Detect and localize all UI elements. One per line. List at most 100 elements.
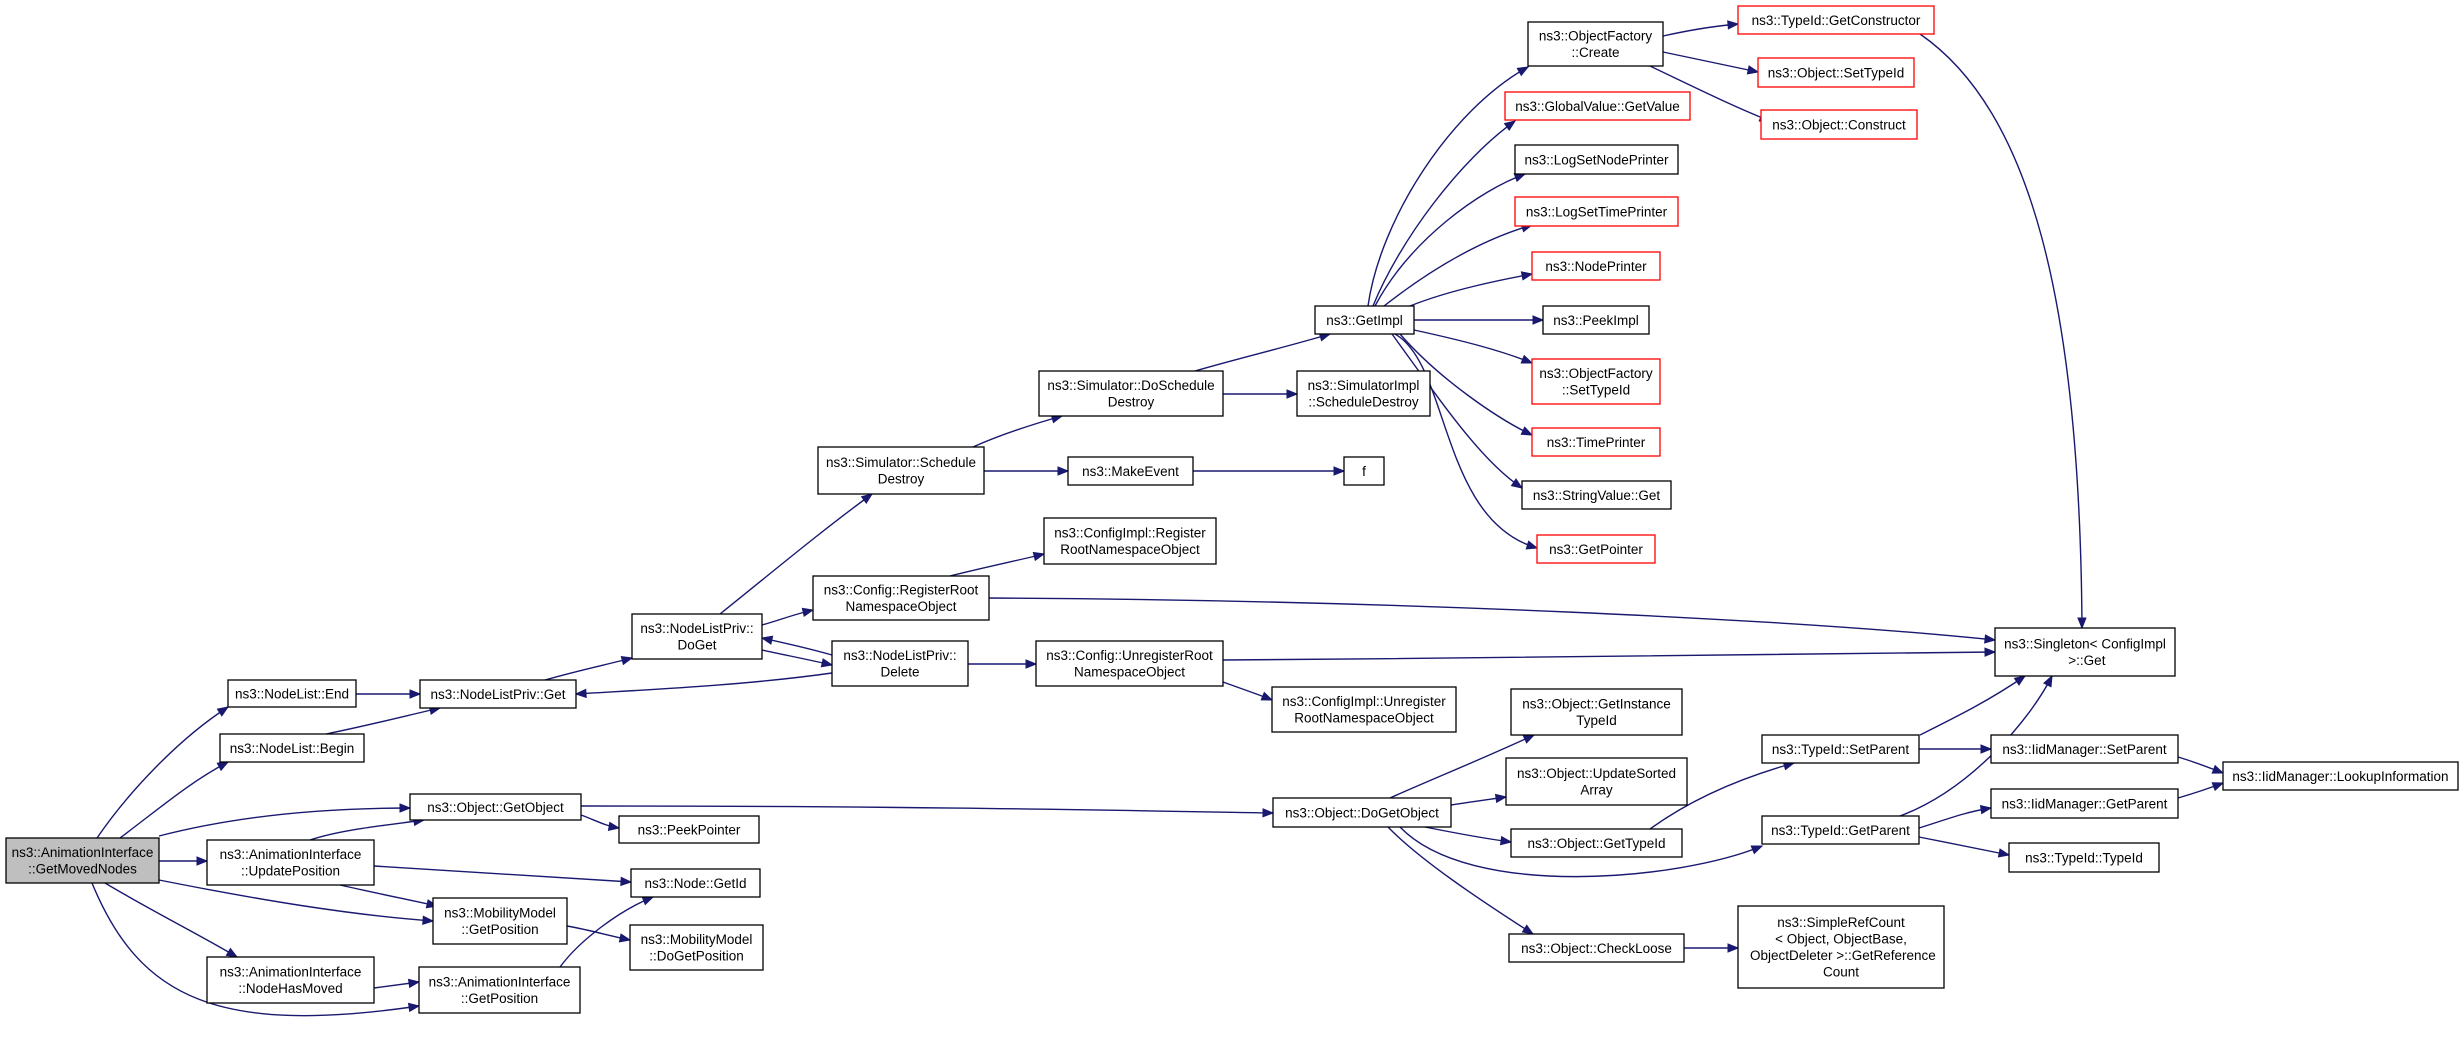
edge-line [339, 884, 438, 907]
node-label: ns3::Object::GetObject [427, 800, 564, 815]
function-node-getimpl[interactable]: ns3::GetImpl [1314, 305, 1415, 335]
node-label: ObjectDeleter >::GetReference [1746, 948, 1935, 963]
edge-tid_setparent-to-iid_setparent [1919, 744, 1993, 754]
edge-line [719, 493, 873, 615]
function-node-mm-getpos[interactable]: ns3::MobilityModel::GetPosition [432, 897, 568, 945]
function-node-getpointer[interactable]: ns3::GetPointer [1536, 534, 1656, 564]
arrowhead [409, 689, 422, 699]
function-node-nlp-get[interactable]: ns3::NodeListPriv::Get [419, 679, 577, 709]
arrowhead [399, 803, 412, 813]
function-node-obj-construct[interactable]: ns3::Object::Construct [1760, 109, 1918, 140]
arrowhead [1494, 793, 1508, 804]
function-node-cfgimpl-unreg[interactable]: ns3::ConfigImpl::UnregisterRootNamespace… [1271, 686, 1457, 733]
function-node-ai-updatepos[interactable]: ns3::AnimationInterface::UpdatePosition [206, 839, 375, 886]
function-node-iid-lookup[interactable]: ns3::IidManager::LookupInformation [2222, 761, 2459, 791]
edge-iid_getparent-to-iid_lookup [2177, 782, 2225, 799]
arrowhead [1532, 315, 1545, 325]
node-label: RootNamespaceObject [1294, 711, 1434, 726]
function-node-stringvalue-get[interactable]: ns3::StringValue::Get [1521, 480, 1672, 510]
function-node-tid-getctor[interactable]: ns3::TypeId::GetConstructor [1737, 5, 1935, 35]
arrowhead [620, 876, 633, 887]
edge-obj_getobject-to-peekpointer [580, 814, 621, 831]
function-node-obj-checkloose[interactable]: ns3::Object::CheckLoose [1508, 933, 1685, 963]
node-label: NamespaceObject [845, 599, 956, 614]
function-node-peekpointer[interactable]: ns3::PeekPointer [618, 815, 760, 844]
function-node-makeevent[interactable]: ns3::MakeEvent [1067, 456, 1194, 486]
node-label: ns3::Object::SetTypeId [1768, 65, 1905, 80]
function-node-of-settypeid[interactable]: ns3::ObjectFactory::SetTypeId [1531, 358, 1661, 405]
edge-of_create-to-tid_getctor [1662, 20, 1740, 37]
function-node-nlp-doget[interactable]: ns3::NodeListPriv::DoGet [631, 613, 763, 660]
function-node-timeprinter[interactable]: ns3::TimePrinter [1531, 427, 1661, 457]
function-node-of-create[interactable]: ns3::ObjectFactory::Create [1527, 21, 1664, 67]
arrowhead [2042, 674, 2053, 688]
edge-root-to-ai_nodehasmoved [104, 882, 239, 958]
function-node-f[interactable]: f [1343, 456, 1385, 486]
function-node-logtimeprinter[interactable]: ns3::LogSetTimePrinter [1514, 196, 1679, 227]
edge-nlp_delete-to-nlp_get [574, 672, 833, 699]
function-node-src-getref[interactable]: ns3::SimpleRefCount< Object, ObjectBase,… [1737, 905, 1945, 989]
function-node-simimpl-sd[interactable]: ns3::SimulatorImpl::ScheduleDestroy [1296, 370, 1431, 417]
node-box [1761, 815, 1920, 845]
arrowhead [641, 896, 655, 906]
node-label: ns3::Object::DoGetObject [1285, 805, 1439, 820]
arrowhead [574, 688, 587, 699]
arrowhead [1750, 845, 1764, 855]
function-node-nodeprinter[interactable]: ns3::NodePrinter [1531, 251, 1661, 281]
function-node-tid-getparent[interactable]: ns3::TypeId::GetParent [1761, 815, 1920, 845]
edge-line [1367, 66, 1529, 307]
function-node-obj-gettypeid[interactable]: ns3::Object::GetTypeId [1510, 828, 1683, 858]
node-label: ns3::ConfigImpl::Unregister [1282, 694, 1446, 709]
edge-line [119, 761, 229, 839]
node-label: ns3::GetPointer [1549, 542, 1643, 557]
edge-getimpl-to-logtimeprinter [1383, 223, 1534, 307]
edge-line [1649, 762, 1795, 830]
arrowhead [1521, 924, 1535, 935]
node-label: ns3::Config::UnregisterRoot [1046, 648, 1213, 663]
edge-getimpl-to-stringvalue_get [1391, 333, 1524, 489]
node-box [1296, 370, 1431, 417]
function-node-nl-begin[interactable]: ns3::NodeList::Begin [219, 733, 365, 763]
edge-line [988, 597, 1996, 641]
arrowhead [1984, 634, 1997, 644]
function-node-iid-setparent[interactable]: ns3::IidManager::SetParent [1990, 734, 2179, 764]
function-node-mm-dogetpos[interactable]: ns3::MobilityModel::DoGetPosition [629, 924, 764, 971]
function-node-tid-setparent[interactable]: ns3::TypeId::SetParent [1761, 734, 1920, 764]
edge-obj_dogetobject-to-tid_getparent [1399, 826, 1764, 878]
node-box [1508, 933, 1685, 963]
function-node-nlp-delete[interactable]: ns3::NodeListPriv::Delete [831, 640, 969, 687]
function-node-sim-schedule[interactable]: ns3::Simulator::ScheduleDestroy [817, 446, 985, 495]
function-node-ai-getpos[interactable]: ns3::AnimationInterface::GetPosition [418, 966, 581, 1014]
function-node-obj-dogetobject[interactable]: ns3::Object::DoGetObject [1272, 797, 1452, 828]
node-box [432, 897, 568, 945]
edge-line [544, 657, 633, 681]
function-node-ai-nodehasmoved[interactable]: ns3::AnimationInterface::NodeHasMoved [206, 956, 375, 1004]
edge-sim_doschedule-to-getimpl [1194, 332, 1332, 372]
function-node-peekimpl[interactable]: ns3::PeekImpl [1542, 305, 1650, 335]
node-box [1531, 358, 1661, 405]
node-label: ::SetTypeId [1562, 383, 1630, 398]
function-node-obj-getobject[interactable]: ns3::Object::GetObject [409, 793, 582, 821]
function-node-obj-settypeid[interactable]: ns3::Object::SetTypeId [1757, 57, 1915, 88]
function-node-cfgimpl-reg[interactable]: ns3::ConfigImpl::RegisterRootNamespaceOb… [1043, 517, 1217, 565]
edge-obj_getobject-to-obj_dogetobject [580, 805, 1275, 818]
edge-getimpl-to-nodeprinter [1409, 271, 1534, 307]
function-node-nl-end[interactable]: ns3::NodeList::End [227, 679, 357, 708]
function-node-root[interactable]: ns3::AnimationInterface::GetMovedNodes [5, 837, 160, 884]
function-node-singleton-get[interactable]: ns3::Singleton< ConfigImpl >::Get [1994, 627, 2176, 677]
function-node-iid-getparent[interactable]: ns3::IidManager::GetParent [1990, 788, 2179, 819]
function-node-node-getid[interactable]: ns3::Node::GetId [630, 868, 761, 898]
function-node-lognodeprinter[interactable]: ns3::LogSetNodePrinter [1514, 144, 1679, 175]
edge-sim_schedule-to-makeevent [984, 466, 1070, 476]
function-node-cfg-unreg[interactable]: ns3::Config::UnregisterRootNamespaceObje… [1035, 640, 1224, 687]
node-label: ns3::TypeId::GetConstructor [1752, 13, 1921, 28]
edge-nlp_doget-to-cfg_reg [761, 607, 815, 626]
arrowhead [1984, 647, 1997, 657]
function-node-tid-typeid[interactable]: ns3::TypeId::TypeId [2008, 842, 2160, 873]
function-node-gv-getvalue[interactable]: ns3::GlobalValue::GetValue [1504, 91, 1691, 121]
arrowhead [2013, 675, 2027, 686]
